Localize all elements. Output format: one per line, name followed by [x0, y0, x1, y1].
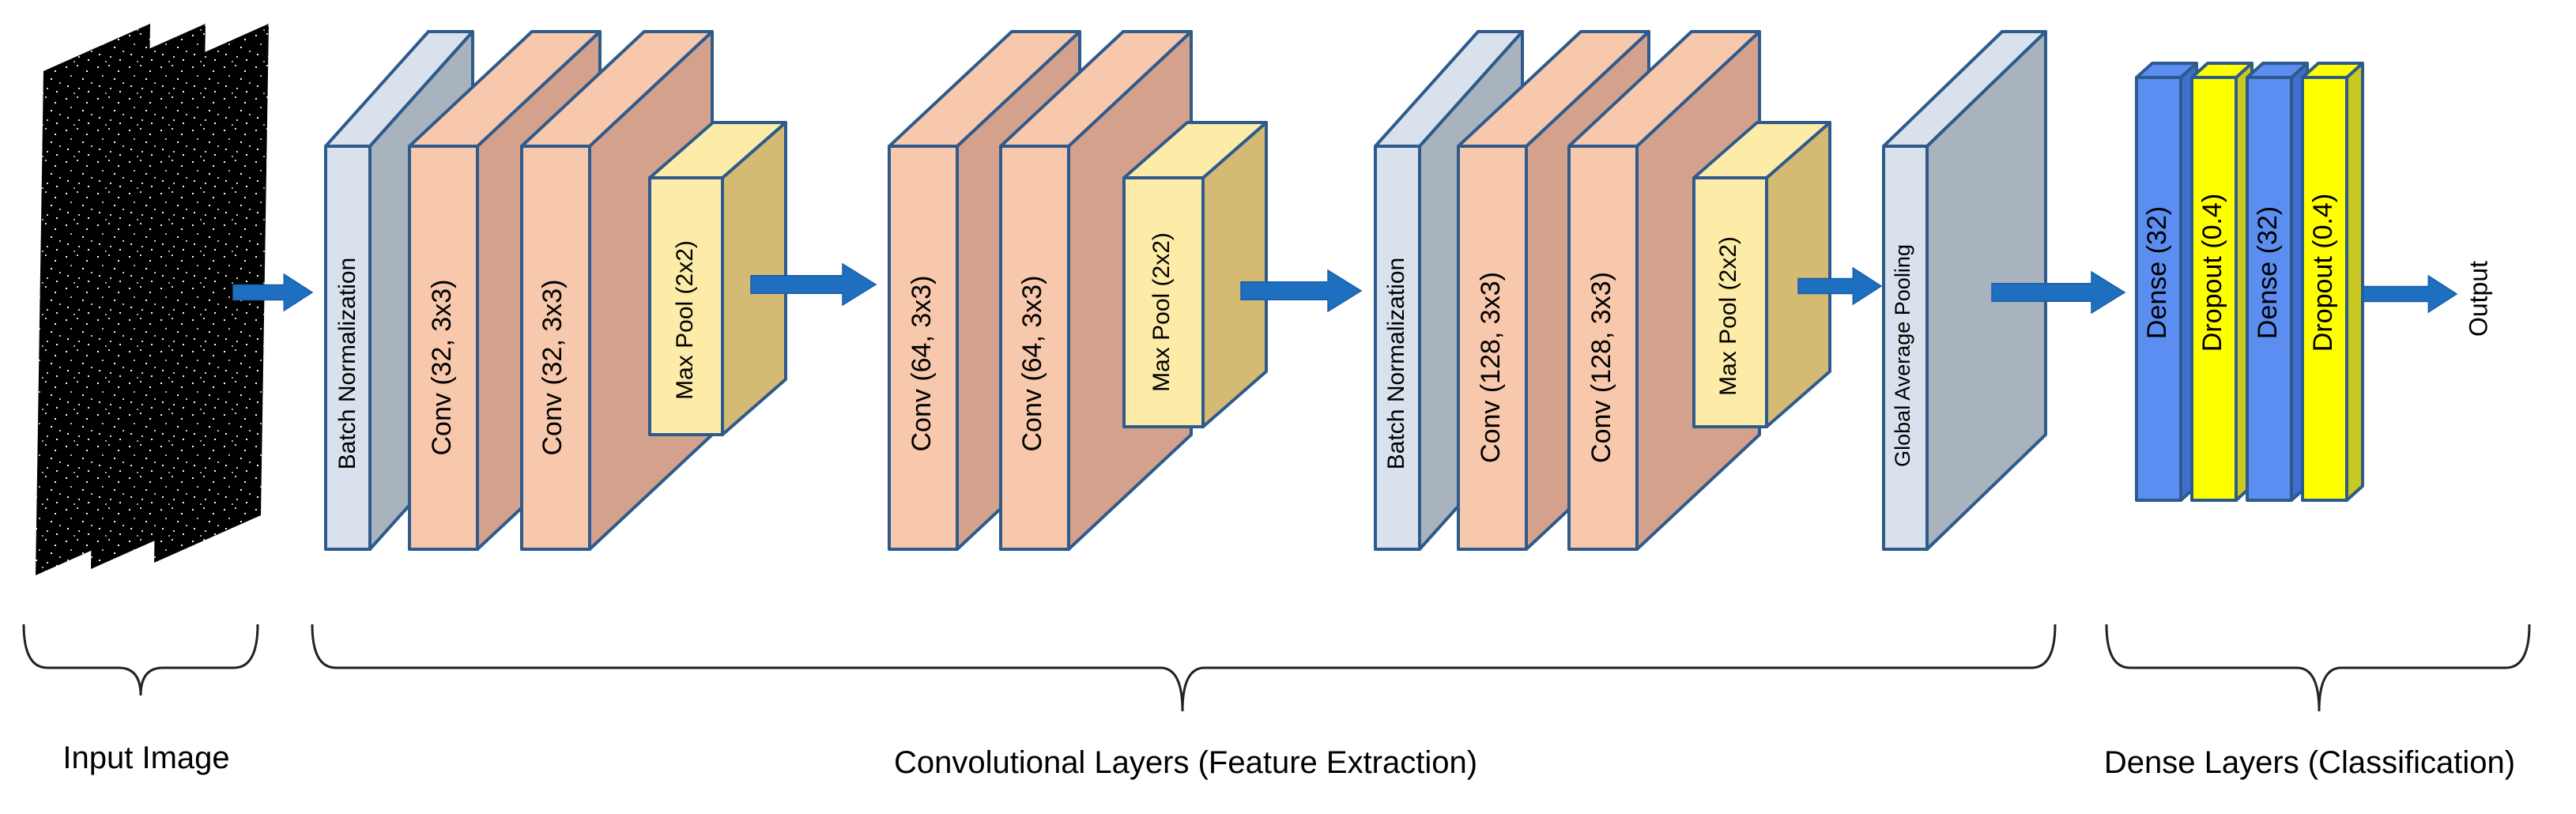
- group-label-convolutional-layers: Convolutional Layers (Feature Extraction…: [894, 745, 1477, 780]
- box-front-face: [648, 176, 724, 436]
- box-front-face: [408, 145, 479, 551]
- layer-label-global-average-pooling: Global Average Pooling: [1891, 244, 1914, 467]
- arrow-gap-to-dense: [1991, 270, 2126, 315]
- dense2-box: [2246, 62, 2309, 502]
- layer-label-conv-128-a: Conv (128, 3x3): [1476, 272, 1506, 463]
- group-label-input-image: Input Image: [62, 741, 229, 775]
- brace-conv-group: [311, 624, 2057, 712]
- brace-input-group: [22, 624, 259, 696]
- layer-boxes: [324, 30, 2364, 551]
- arrow-pool2-to-bn2: [1240, 269, 1363, 313]
- arrow-dropout-to-output: [2363, 274, 2458, 314]
- layer-label-max-pool-3: Max Pool (2x2): [1715, 236, 1741, 396]
- input-image-stack: [36, 24, 269, 575]
- arrow-pool3-to-gap: [1797, 266, 1883, 306]
- layer-label-conv-32-b: Conv (32, 3x3): [537, 280, 568, 456]
- box-front-face: [1457, 145, 1528, 551]
- box-side-face: [2345, 62, 2364, 502]
- layer-label-dropout-1: Dropout (0.4): [2197, 194, 2227, 352]
- box-front-face: [1882, 145, 1929, 551]
- layer-label-dense-1: Dense (32): [2142, 206, 2172, 339]
- box-front-face: [1692, 176, 1768, 428]
- box-front-face: [520, 145, 591, 551]
- group-label-dense-layers: Dense Layers (Classification): [2104, 745, 2515, 780]
- dropout2-box: [2301, 62, 2364, 502]
- layer-label-dense-2: Dense (32): [2253, 206, 2283, 339]
- input-image-slice: [154, 24, 269, 563]
- brace-dense-group: [2105, 624, 2531, 712]
- box-front-face: [1567, 145, 1639, 551]
- layer-label-max-pool-2: Max Pool (2x2): [1148, 232, 1175, 392]
- box-front-face: [2301, 76, 2348, 502]
- layer-label-batch-normalization: Batch Normalization: [334, 258, 360, 469]
- box-front-face: [2246, 76, 2293, 502]
- pool2-box: [1122, 121, 1268, 428]
- pool3-box: [1692, 121, 1831, 428]
- box-front-face: [2135, 76, 2182, 502]
- layer-label-dropout-2: Dropout (0.4): [2308, 194, 2338, 352]
- layer-label-batch-normalization-2: Batch Normalization: [1383, 258, 1409, 469]
- box-front-face: [888, 145, 959, 551]
- box-front-face: [2190, 76, 2238, 502]
- box-front-face: [1374, 145, 1421, 551]
- box-front-face: [999, 145, 1070, 551]
- layer-label-conv-32-a: Conv (32, 3x3): [427, 280, 457, 456]
- arrow-input-to-bn: [232, 273, 314, 312]
- layer-label-max-pool-1: Max Pool (2x2): [672, 240, 698, 400]
- box-front-face: [324, 145, 372, 551]
- arrow-pool1-to-conv3: [750, 262, 877, 307]
- output-label: Output: [2464, 261, 2492, 337]
- layer-label-conv-64-b: Conv (64, 3x3): [1017, 276, 1047, 452]
- flow-arrows: [232, 262, 2458, 315]
- box-front-face: [1122, 176, 1205, 428]
- layer-label-conv-128-b: Conv (128, 3x3): [1586, 272, 1616, 463]
- layer-label-conv-64-a: Conv (64, 3x3): [907, 276, 937, 452]
- gap-box: [1882, 30, 2047, 551]
